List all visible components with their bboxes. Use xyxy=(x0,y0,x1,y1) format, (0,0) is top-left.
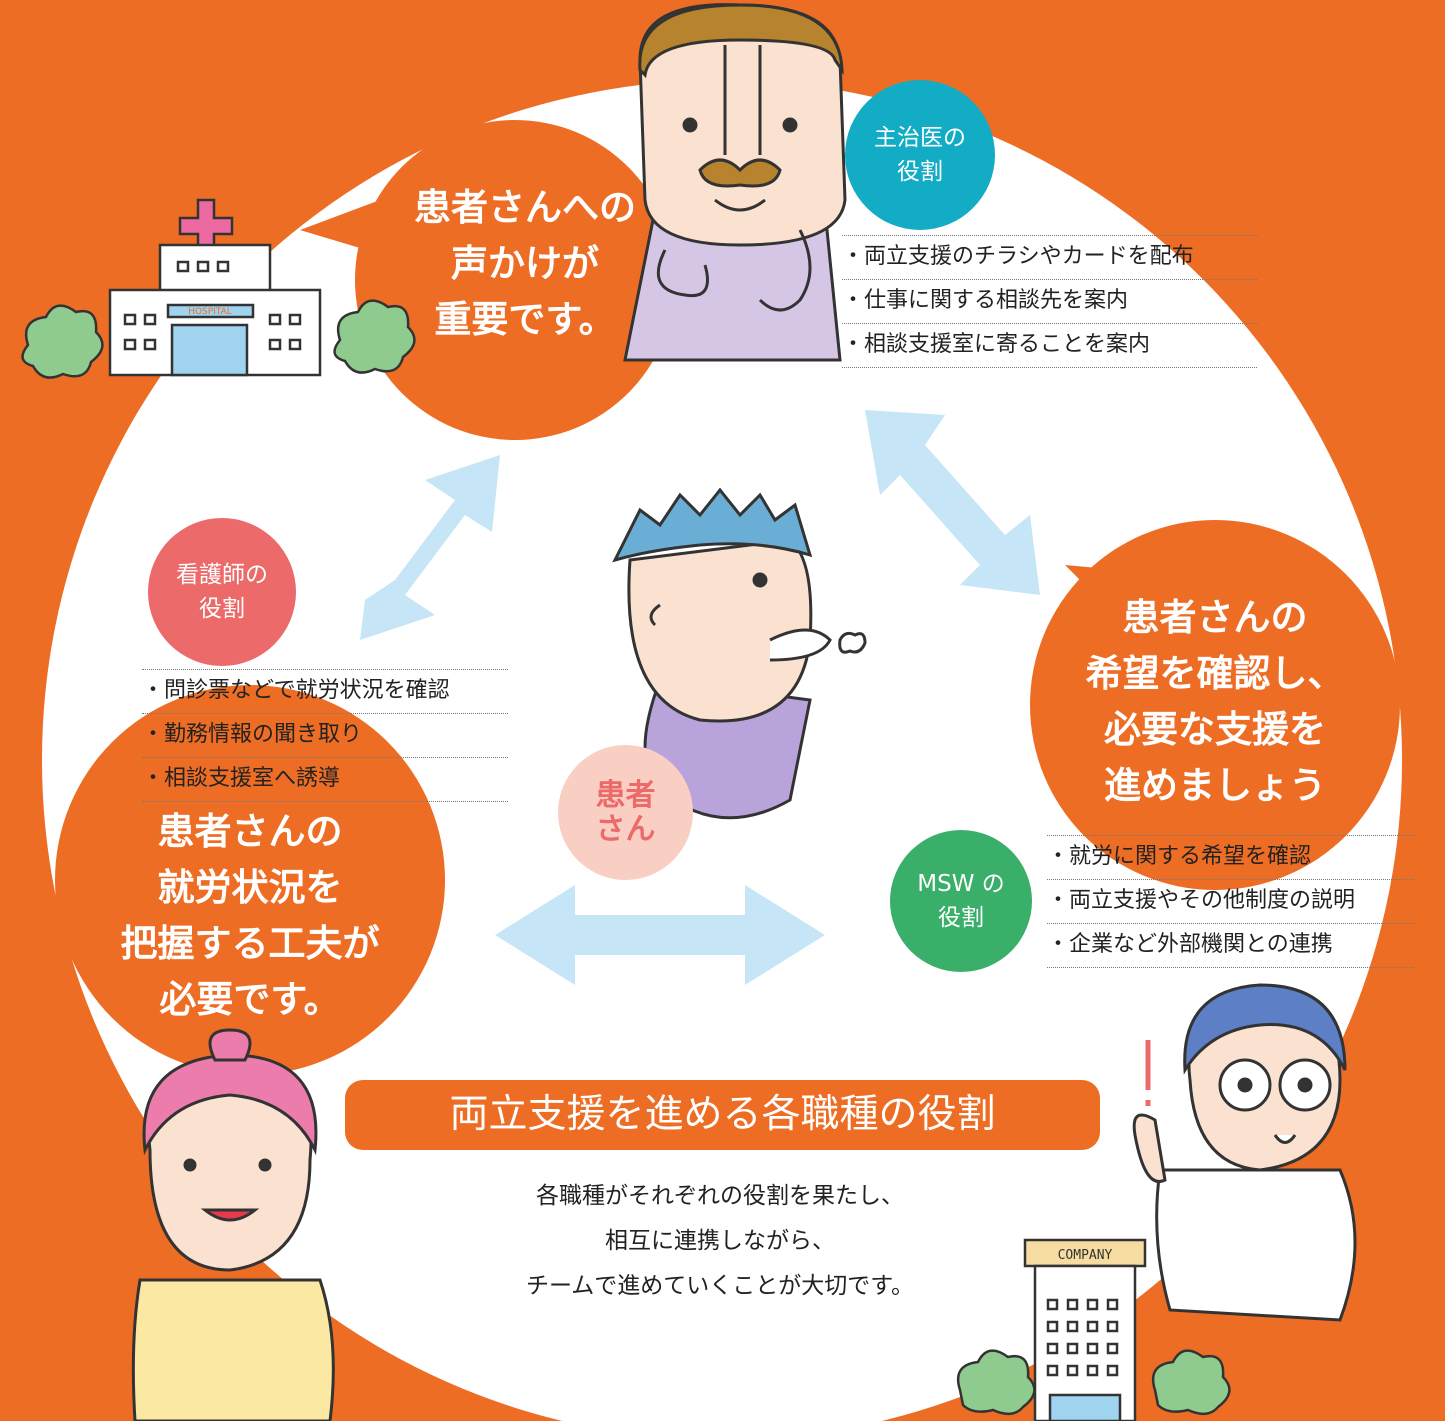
msw-bubble-text: 患者さんの 希望を確認し、 必要な支援を 進めましょう xyxy=(1080,590,1350,814)
nurse-task-item: 問診票などで就労状況を確認 xyxy=(142,669,508,714)
doctor-bubble-line: 声かけが xyxy=(451,242,599,285)
description-line: チームで進めていくことが大切です。 xyxy=(525,1273,914,1299)
doctor-bubble-line: 患者さんへの xyxy=(414,186,636,229)
doctor-icon xyxy=(623,3,847,362)
nurse-bubble-line: 患者さんの xyxy=(157,810,343,853)
msw-bubble-line: 患者さんの xyxy=(1122,596,1308,639)
double-arrow-icon xyxy=(360,410,1040,985)
bush-icon xyxy=(956,1349,1231,1416)
nurse-bubble-line: 把握する工夫が xyxy=(120,922,380,965)
nurse-icon xyxy=(131,1028,335,1421)
doctor-bubble-text: 患者さんへの 声かけが 重要です。 xyxy=(400,180,650,348)
doctor-speech-bubble xyxy=(300,120,675,440)
bush-icon xyxy=(21,299,416,379)
hospital-sign: HOSPITAL xyxy=(188,307,232,317)
description-line: 相互に連携しながら、 xyxy=(605,1228,835,1254)
nurse-role-badge-line1: 看護師の xyxy=(176,562,268,588)
msw-role-badge-line2: 役割 xyxy=(938,905,984,931)
msw-task-list: 就労に関する希望を確認 両立支援やその他制度の説明 企業など外部機関との連携 xyxy=(1047,835,1414,968)
patient-badge-line2: さん xyxy=(595,811,656,847)
nurse-task-item: 相談支援室へ誘導 xyxy=(142,758,508,802)
page-title: 両立支援を進める各職種の役割 xyxy=(345,1080,1100,1150)
patient-icon xyxy=(612,487,867,820)
msw-role-badge: MSW の 役割 xyxy=(890,830,1032,972)
nurse-task-list: 問診票などで就労状況を確認 勤務情報の聞き取り 相談支援室へ誘導 xyxy=(142,669,508,802)
description-line: 各職種がそれぞれの役割を果たし、 xyxy=(536,1183,904,1209)
msw-bubble-line: 進めましょう xyxy=(1104,764,1326,807)
nurse-bubble-text: 患者さんの 就労状況を 把握する工夫が 必要です。 xyxy=(100,804,400,1028)
msw-task-item: 就労に関する希望を確認 xyxy=(1047,835,1414,880)
doctor-bubble-line: 重要です。 xyxy=(434,298,616,341)
company-sign: COMPANY xyxy=(1058,1248,1113,1263)
msw-icon xyxy=(1132,983,1357,1322)
msw-speech-bubble xyxy=(1030,520,1400,890)
description: 各職種がそれぞれの役割を果たし、 相互に連携しながら、 チームで進めていくことが… xyxy=(420,1174,1020,1309)
doctor-task-item: 相談支援室に寄ることを案内 xyxy=(842,324,1257,368)
msw-task-item: 両立支援やその他制度の説明 xyxy=(1047,880,1414,924)
doctor-role-badge: 主治医の 役割 xyxy=(845,80,995,230)
nurse-role-badge: 看護師の 役割 xyxy=(148,518,296,666)
msw-bubble-line: 希望を確認し、 xyxy=(1085,652,1345,695)
patient-badge-line1: 患者 xyxy=(595,777,656,813)
nurse-role-badge-line2: 役割 xyxy=(199,596,245,622)
msw-task-item: 企業など外部機関との連携 xyxy=(1047,924,1414,968)
msw-role-badge-line1: MSW の xyxy=(917,871,1005,897)
nurse-bubble-line: 必要です。 xyxy=(159,978,341,1021)
hospital-icon xyxy=(108,198,322,377)
doctor-role-badge-line1: 主治医の xyxy=(874,125,966,151)
msw-bubble-line: 必要な支援を xyxy=(1104,708,1326,751)
nurse-task-item: 勤務情報の聞き取り xyxy=(142,714,508,758)
doctor-task-item: 仕事に関する相談先を案内 xyxy=(842,280,1257,324)
patient-badge: 患者 さん xyxy=(558,745,693,880)
nurse-bubble-line: 就労状況を xyxy=(157,866,343,909)
doctor-task-list: 両立支援のチラシやカードを配布 仕事に関する相談先を案内 相談支援室に寄ることを… xyxy=(842,235,1257,368)
doctor-task-item: 両立支援のチラシやカードを配布 xyxy=(842,235,1257,280)
company-icon xyxy=(1023,1238,1147,1421)
doctor-role-badge-line2: 役割 xyxy=(897,159,943,185)
